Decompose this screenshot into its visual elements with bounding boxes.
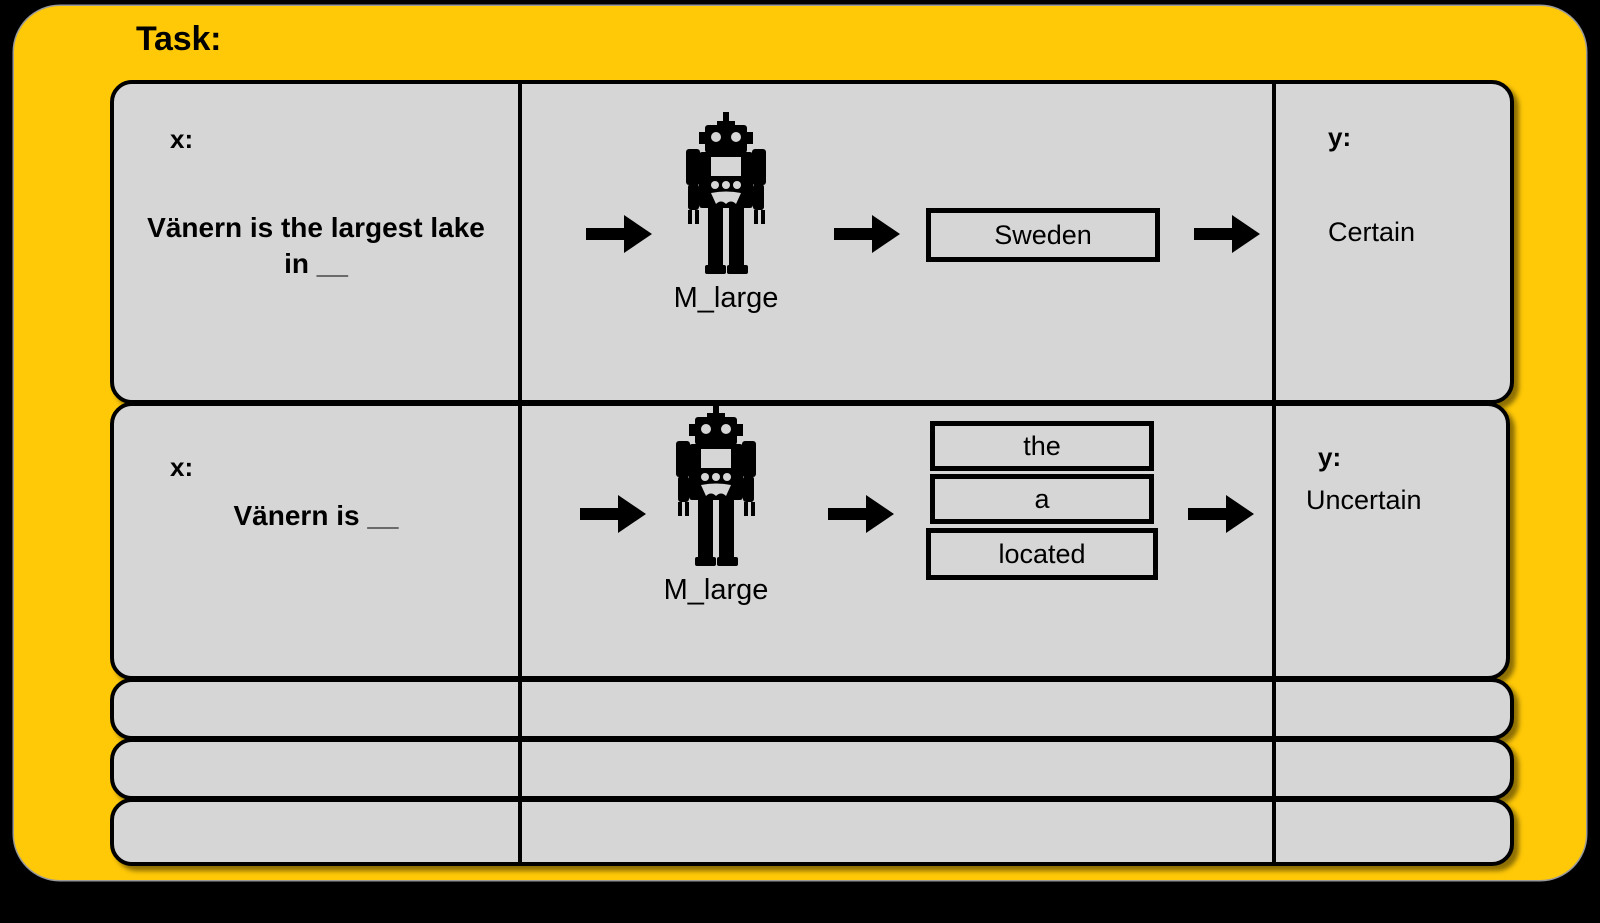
page-title: Task: [136, 20, 222, 58]
model-block: M_large [662, 404, 770, 605]
column-divider-2 [1272, 738, 1276, 800]
row-input-cell: x: Vänern is __ [114, 406, 518, 676]
output-label: y: [1328, 122, 1352, 152]
row-output-cell [1276, 802, 1510, 862]
input-label: x: [170, 452, 194, 482]
row-pipeline-cell: M_large the a located [522, 404, 1272, 676]
row-input-cell [114, 802, 518, 862]
output-value: Uncertain [1306, 485, 1422, 515]
table-row[interactable] [110, 738, 1514, 800]
robot-icon [686, 112, 766, 274]
arrow-right-icon [586, 212, 652, 256]
row-input-cell [114, 742, 518, 796]
prediction-token[interactable]: a [930, 474, 1154, 524]
row-output-cell [1276, 682, 1510, 736]
output-value: Certain [1328, 217, 1416, 247]
row-pipeline-cell [522, 682, 1272, 736]
row-output-cell: y: Uncertain [1276, 406, 1506, 676]
output-label: y: [1318, 442, 1342, 472]
row-pipeline-cell [522, 742, 1272, 796]
arrow-right-icon [1194, 212, 1260, 256]
input-text: Vänern is the largest lake in __ [147, 212, 485, 279]
arrow-right-icon [834, 212, 900, 256]
table-row[interactable]: x: Vänern is __ [110, 402, 1510, 680]
column-divider-2 [1272, 80, 1276, 404]
row-output-cell: y: Certain [1276, 84, 1510, 400]
prediction-token-label: located [998, 538, 1086, 569]
row-output-cell [1276, 742, 1510, 796]
task-panel: Task: x: Vänern is the largest lake in _… [14, 6, 1586, 880]
row-pipeline-cell [522, 802, 1272, 862]
input-label: x: [170, 124, 194, 154]
prediction-token-label: the [1023, 430, 1061, 461]
robot-icon [676, 404, 756, 566]
prediction-token[interactable]: located [926, 528, 1158, 580]
prediction-token[interactable]: Sweden [926, 208, 1160, 262]
column-divider-1 [518, 80, 522, 404]
table-row[interactable]: x: Vänern is the largest lake in __ [110, 80, 1514, 404]
column-divider-2 [1272, 678, 1276, 740]
model-block: M_large [672, 112, 780, 313]
column-divider-1 [518, 798, 522, 866]
column-divider-2 [1272, 798, 1276, 866]
prediction-token[interactable]: the [930, 421, 1154, 471]
examples-table: x: Vänern is the largest lake in __ [94, 80, 1514, 874]
column-divider-1 [518, 402, 522, 680]
column-divider-2 [1272, 402, 1276, 680]
row-pipeline-cell: M_large Sweden [522, 84, 1272, 400]
arrow-right-icon [580, 492, 646, 536]
arrow-right-icon [828, 492, 894, 536]
table-row[interactable] [110, 798, 1514, 866]
prediction-token-label: a [1034, 483, 1050, 514]
column-divider-1 [518, 738, 522, 800]
row-input-cell [114, 682, 518, 736]
input-text: Vänern is __ [233, 500, 399, 531]
model-label: M_large [663, 574, 769, 606]
model-label: M_large [673, 282, 779, 314]
prediction-token-label: Sweden [994, 219, 1092, 250]
row-input-cell: x: Vänern is the largest lake in __ [114, 84, 518, 400]
table-row[interactable] [110, 678, 1514, 740]
arrow-right-icon [1188, 492, 1254, 536]
column-divider-1 [518, 678, 522, 740]
